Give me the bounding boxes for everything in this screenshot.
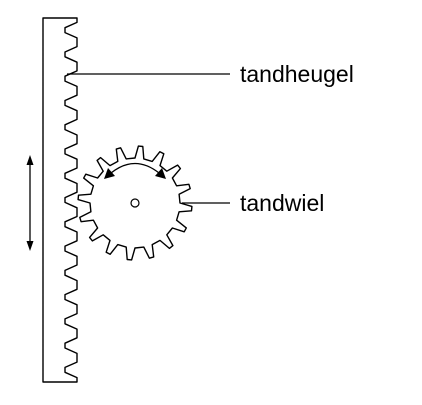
rack (42, 17, 78, 383)
gear-rotation-arrow (104, 162, 166, 179)
rack-motion-arrow (26, 155, 34, 251)
gear-label: tandwiel (240, 190, 324, 216)
gear-axle (130, 198, 140, 208)
rack-label: tandheugel (240, 61, 354, 87)
